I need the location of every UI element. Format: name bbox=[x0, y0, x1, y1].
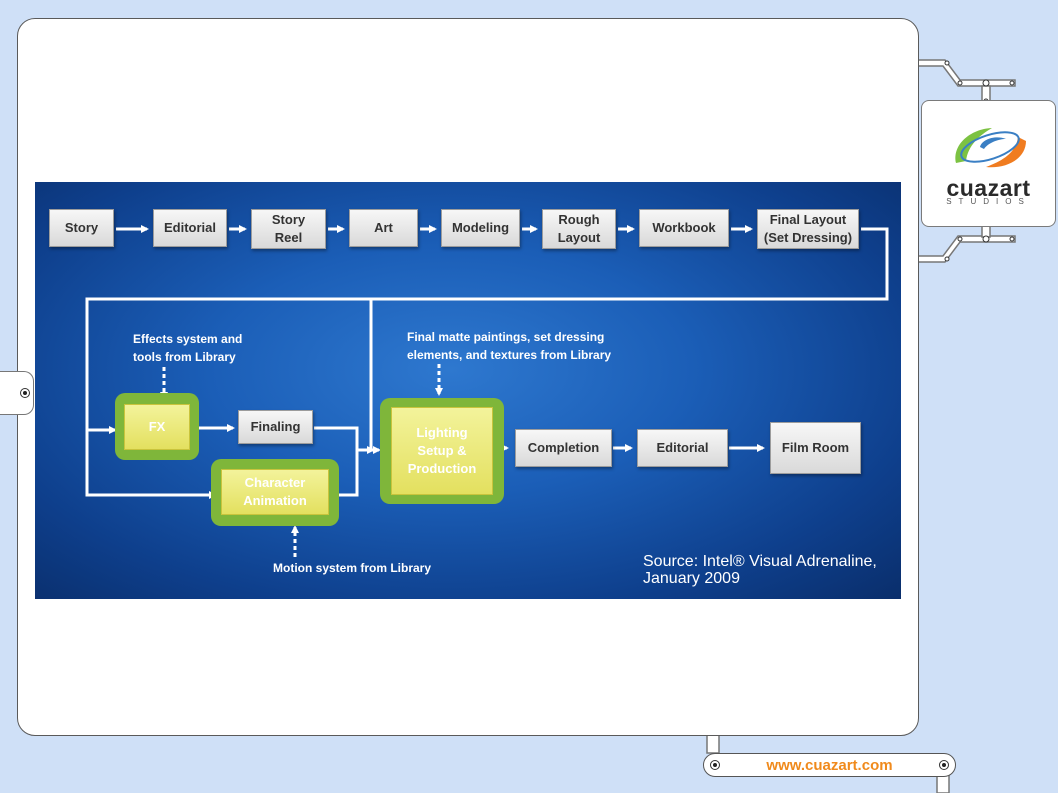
website-url[interactable]: www.cuazart.com bbox=[766, 757, 893, 774]
step-finaling: Finaling bbox=[238, 410, 313, 444]
note-motion-library: Motion system from Library bbox=[273, 561, 432, 575]
cuazart-logo-icon bbox=[955, 128, 1026, 168]
step-final-layout: Final Layout (Set Dressing) bbox=[757, 209, 859, 249]
note-matte-library: Final matte paintings, set dressing elem… bbox=[407, 330, 612, 362]
source-caption: Source: Intel® Visual Adrenaline, Januar… bbox=[643, 553, 877, 587]
pin-icon bbox=[20, 388, 30, 398]
step-modeling: Modeling bbox=[441, 209, 520, 247]
step-editorial: Editorial bbox=[153, 209, 227, 247]
logo-card: cuazart STUDIOS bbox=[921, 100, 1056, 227]
step-art: Art bbox=[349, 209, 418, 247]
logo-wordmark: cuazart bbox=[946, 175, 1031, 201]
flow-arrows bbox=[85, 225, 889, 557]
pipeline-diagram: Story Editorial Story Reel Art Modeling … bbox=[35, 182, 901, 599]
website-link[interactable]: www.cuazart.com bbox=[703, 753, 956, 777]
step-film-room: Film Room bbox=[770, 422, 861, 474]
step-rough-layout: Rough Layout bbox=[542, 209, 616, 249]
pin-icon bbox=[939, 760, 949, 770]
note-effects-library: Effects system and tools from Library bbox=[133, 332, 243, 364]
step-story-reel: Story Reel bbox=[251, 209, 326, 249]
step-workbook: Workbook bbox=[639, 209, 729, 247]
step-character-animation: Character Animation bbox=[221, 469, 329, 515]
step-fx: FX bbox=[124, 404, 190, 450]
step-lighting-setup: Lighting Setup & Production bbox=[391, 407, 493, 495]
step-completion: Completion bbox=[515, 429, 612, 467]
logo-subtitle: STUDIOS bbox=[946, 197, 1031, 206]
pin-icon bbox=[710, 760, 720, 770]
side-tab bbox=[0, 371, 34, 415]
step-editorial-final: Editorial bbox=[637, 429, 728, 467]
step-story: Story bbox=[49, 209, 114, 247]
